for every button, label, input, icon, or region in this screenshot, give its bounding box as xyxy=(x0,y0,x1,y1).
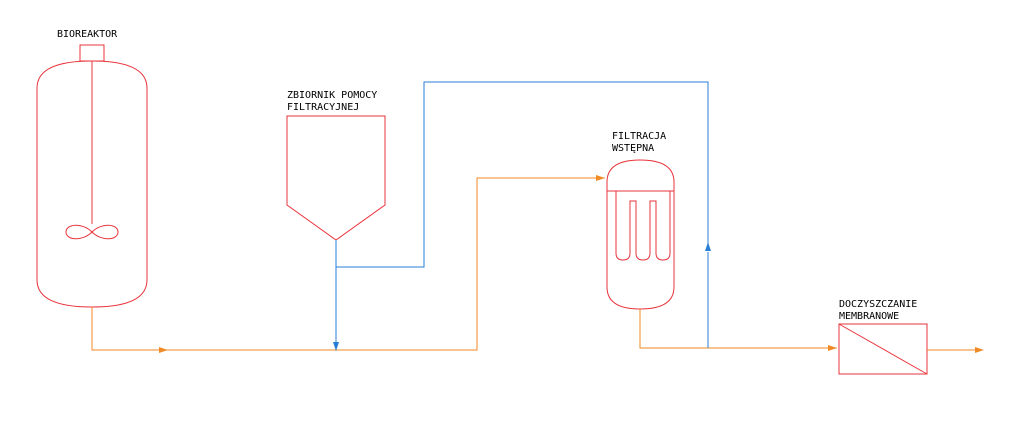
bioreactor-label: BIOREAKTOR xyxy=(57,29,118,40)
arrowhead-icon xyxy=(828,345,837,351)
arrowhead-icon xyxy=(159,347,168,353)
membrane-label-line2: MEMBRANOWE xyxy=(839,311,899,322)
labels: BIOREAKTOR ZBIORNIK POMOCY FILTRACYJNEJ … xyxy=(57,29,917,322)
membrane-housing xyxy=(838,323,928,375)
membrane-unit xyxy=(838,323,928,375)
arrowhead-icon xyxy=(975,347,984,353)
process-stream xyxy=(91,175,984,353)
prefilter-vessel xyxy=(606,159,675,310)
filter-aid-stream xyxy=(333,81,711,351)
pipe-prefilter-to-membrane xyxy=(639,309,837,349)
agitator-icon xyxy=(65,224,119,240)
arrowhead-icon xyxy=(333,342,339,351)
arrowhead-icon xyxy=(596,175,605,181)
pipe-bioreactor-to-prefilter xyxy=(91,177,605,351)
prefilter-label-line2: WSTĘPNA xyxy=(612,143,654,154)
filter-aid-tank xyxy=(286,115,386,241)
bioreactor xyxy=(36,44,148,308)
membrane-label-line1: DOCZYSZCZANIE xyxy=(839,299,917,310)
filter-aid-tank-label-line2: FILTRACYJNEJ xyxy=(287,102,359,113)
bioreactor-vessel xyxy=(36,60,148,308)
arrowhead-icon xyxy=(705,242,711,251)
pipe-aid-bypass xyxy=(336,81,709,268)
membrane-diagonal xyxy=(838,323,928,375)
prefilter-label-line1: FILTRACJA xyxy=(612,131,666,142)
bioreactor-top-nozzle xyxy=(79,44,105,62)
prefilter-elements xyxy=(615,191,671,261)
filter-aid-tank-label-line1: ZBIORNIK POMOCY xyxy=(287,90,377,101)
filter-aid-tank-vessel xyxy=(286,115,386,241)
prefilter xyxy=(606,159,675,310)
